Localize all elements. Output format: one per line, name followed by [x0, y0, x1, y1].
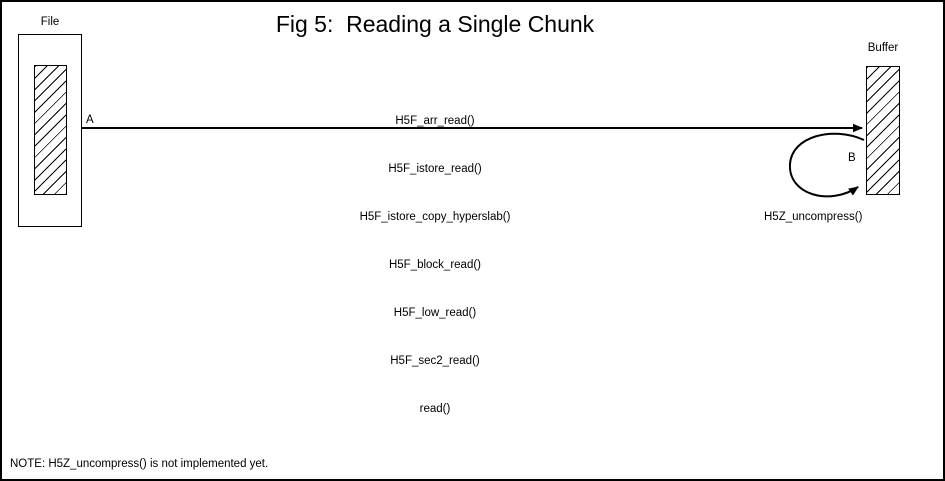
call-stack-line: read() — [419, 403, 451, 415]
buffer-label: Buffer — [867, 42, 899, 54]
figure-note: NOTE: H5Z_uncompress() is not implemente… — [10, 458, 269, 470]
figure-title: Fig 5: Reading a Single Chunk — [275, 11, 595, 37]
loop-caption: H5Z_uncompress() — [764, 211, 863, 223]
buffer-hatched-region — [866, 66, 900, 195]
call-stack-line: H5F_istore_read() — [388, 163, 482, 175]
call-stack-line: H5F_block_read() — [388, 259, 482, 271]
arrow-a-label: A — [86, 114, 94, 126]
call-stack-line: H5F_istore_copy_hyperslab() — [359, 211, 511, 223]
call-stack-line: H5F_low_read() — [393, 307, 477, 319]
file-label: File — [40, 16, 60, 28]
call-stack-line: H5F_sec2_read() — [390, 355, 480, 367]
call-stack: H5F_arr_read() H5F_istore_read() H5F_ist… — [2, 81, 868, 449]
file-chunk-hatched-region — [34, 65, 67, 195]
call-stack-line: H5F_arr_read() — [395, 115, 475, 127]
